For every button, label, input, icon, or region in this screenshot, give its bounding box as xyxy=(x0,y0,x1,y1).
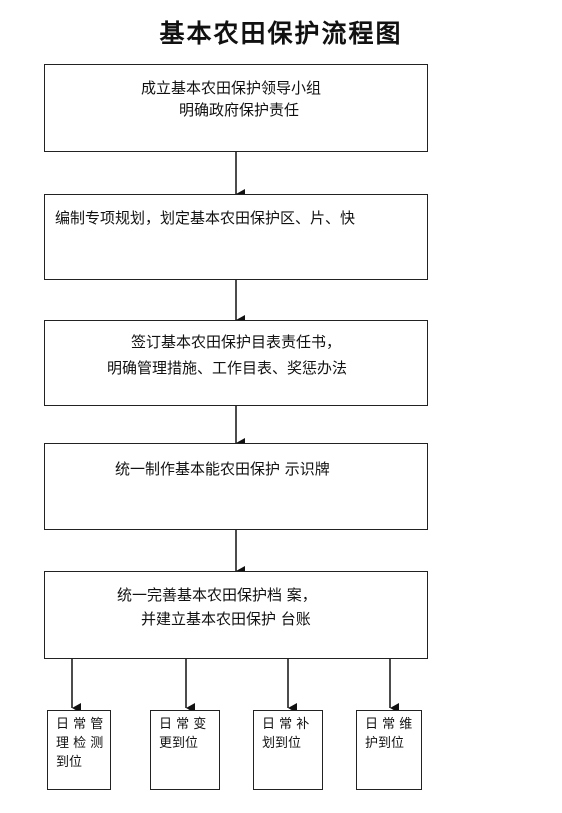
outcome-2-line-1: 日 常 变 xyxy=(159,717,207,732)
step-3-line-2: 明确管理措施、工作目表、奖惩办法 xyxy=(107,359,348,377)
outcome-3-line-2: 划到位 xyxy=(262,736,302,751)
outcome-1-line-1: 日 常 管 xyxy=(56,717,104,732)
step-2-line-1: 编制专项规划，划定基本农田保护区、片、快 xyxy=(55,209,356,227)
outcome-box-1: 日 常 管 理 检 测 到位 xyxy=(47,710,111,790)
step-3-box: 签订基本农田保护目表责任书， 明确管理措施、工作目表、奖惩办法 xyxy=(44,320,428,406)
step-5-box: 统一完善基本农田保护档 案， 并建立基本农田保护 台账 xyxy=(44,571,428,659)
diagram-title: 基本农田保护流程图 xyxy=(159,19,403,48)
step-4-box: 统一制作基本能农田保护 示识牌 xyxy=(44,443,428,530)
outcome-4-line-2: 护到位 xyxy=(365,736,405,751)
step-3-line-1: 签订基本农田保护目表责任书， xyxy=(131,333,342,351)
outcome-2-line-2: 更到位 xyxy=(159,736,199,751)
step-1-box: 成立基本农田保护领导小组 明确政府保护责任 xyxy=(44,64,428,152)
outcome-1-line-2: 理 检 测 xyxy=(56,736,104,751)
step-2-box: 编制专项规划，划定基本农田保护区、片、快 xyxy=(44,194,428,280)
outcome-box-3: 日 常 补 划到位 xyxy=(253,710,323,790)
step-5-line-1: 统一完善基本农田保护档 案， xyxy=(117,586,317,604)
step-1-line-2: 明确政府保护责任 xyxy=(179,101,300,119)
step-5-line-2: 并建立基本农田保护 台账 xyxy=(141,610,311,628)
outcome-box-2: 日 常 变 更到位 xyxy=(150,710,220,790)
outcome-1-line-3: 到位 xyxy=(56,755,83,770)
outcome-box-4: 日 常 维 护到位 xyxy=(356,710,422,790)
step-1-line-1: 成立基本农田保护领导小组 xyxy=(141,79,322,97)
step-4-line-1: 统一制作基本能农田保护 示识牌 xyxy=(115,460,330,478)
outcome-3-line-1: 日 常 补 xyxy=(262,717,310,732)
outcome-4-line-1: 日 常 维 xyxy=(365,717,413,732)
